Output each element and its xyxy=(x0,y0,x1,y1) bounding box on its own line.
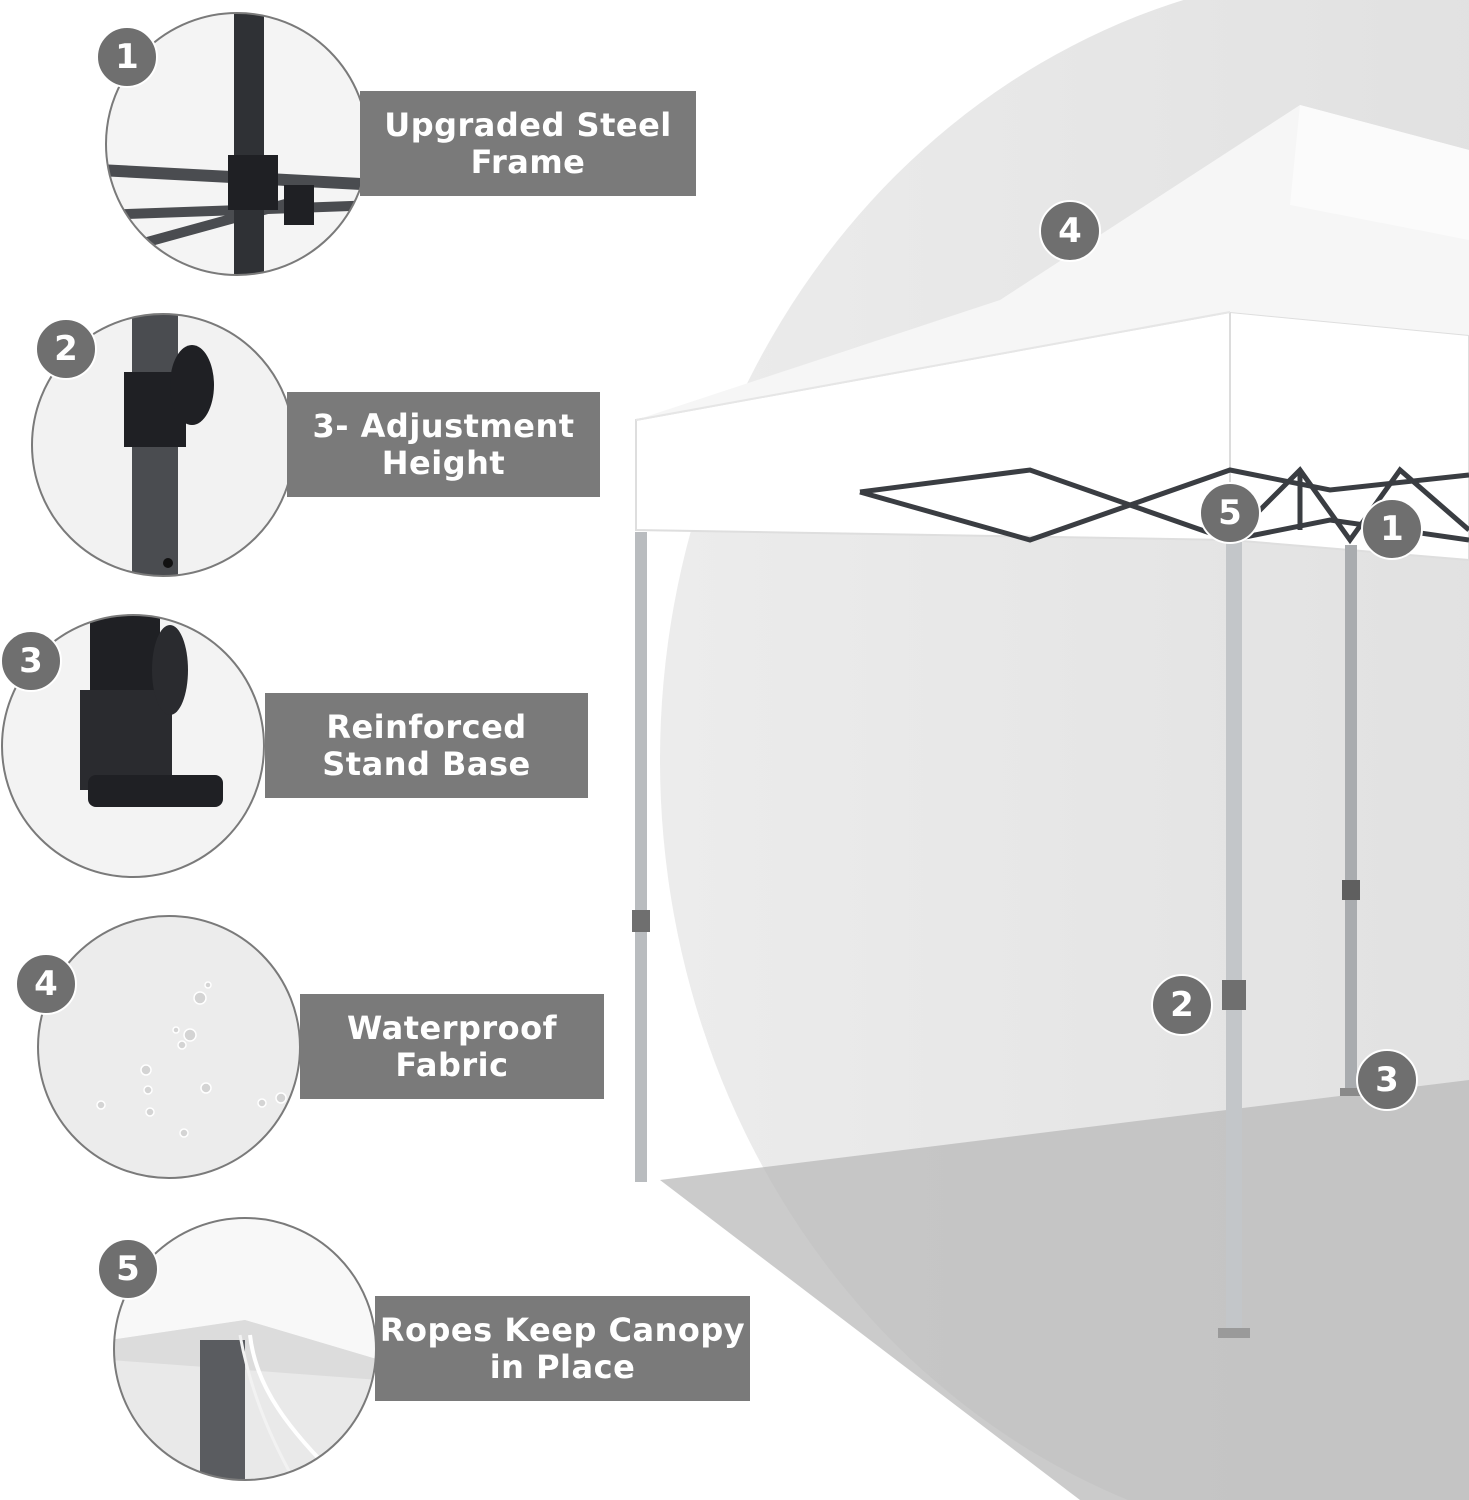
feature-number-badge-5: 5 xyxy=(97,1238,159,1300)
feature-label-5: Ropes Keep Canopy in Place xyxy=(375,1296,750,1401)
detail-waterproof-fabric xyxy=(37,915,301,1179)
feature-number-badge-4: 4 xyxy=(15,953,77,1015)
detail-stand-base xyxy=(1,614,265,878)
tent-callout-4: 4 xyxy=(1039,200,1101,262)
feature-label-3: Reinforced Stand Base xyxy=(265,693,588,798)
tent-callout-3: 3 xyxy=(1356,1049,1418,1111)
feature-label-2: 3- Adjustment Height xyxy=(287,392,600,497)
tent-callout-5: 5 xyxy=(1199,482,1261,544)
ground-shadow xyxy=(660,1080,1469,1500)
tent-callout-1: 1 xyxy=(1361,498,1423,560)
feature-label-4: Waterproof Fabric xyxy=(300,994,604,1099)
tent-canopy xyxy=(635,105,1469,562)
feature-number-badge-1: 1 xyxy=(96,26,158,88)
detail-height-lock xyxy=(31,313,295,577)
feature-number-badge-3: 3 xyxy=(0,630,62,692)
feature-number-badge-2: 2 xyxy=(35,318,97,380)
feature-label-1: Upgraded Steel Frame xyxy=(360,91,696,196)
tent-callout-2: 2 xyxy=(1151,974,1213,1036)
tent-legs xyxy=(632,532,1362,1338)
